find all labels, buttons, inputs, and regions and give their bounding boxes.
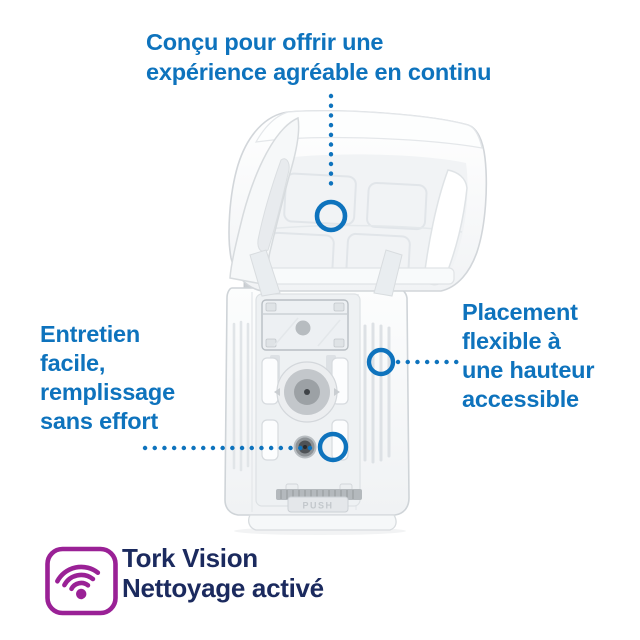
caption-right-line: une hauteur (462, 357, 595, 383)
dispenser-lid (228, 110, 488, 292)
hinge-strap-right (373, 249, 403, 297)
dispenser-base (248, 514, 397, 531)
caption-left-line: remplissage (40, 379, 175, 405)
caption-left: Entretien facile, remplissage sans effor… (40, 320, 175, 436)
caption-top-line: Conçu pour offrir une (146, 29, 384, 55)
caption-left-line: facile, (40, 350, 106, 376)
vent-slats-left (232, 320, 250, 472)
caption-right: Placement flexible à une hauteur accessi… (462, 298, 594, 414)
caption-right-line: accessible (462, 386, 579, 412)
push-latch: PUSH (287, 496, 349, 513)
caption-right-line: flexible à (462, 328, 561, 354)
brand-lockup: Tork Vision Nettoyage activé (122, 543, 324, 603)
brand-line: Tork Vision (122, 543, 258, 573)
callout-ring-bottom (317, 431, 349, 463)
hinge-strap-left (249, 249, 281, 297)
caption-left-line: sans effort (40, 408, 158, 434)
roller-hub (274, 361, 340, 423)
battery-compartment (261, 299, 349, 351)
callout-ring-right (366, 347, 396, 377)
lid-rim (259, 267, 455, 285)
wifi-icon (45, 546, 118, 616)
caption-top-line: expérience agréable en continu (146, 59, 492, 85)
callouts (142, 93, 462, 463)
caption-right-line: Placement (462, 299, 578, 325)
caption-top: Conçu pour offrir une expérience agréabl… (146, 27, 492, 87)
brand-line: Nettoyage activé (122, 573, 324, 603)
push-label: PUSH (302, 501, 333, 511)
lid-top-band (254, 110, 483, 149)
callout-ring-top (314, 199, 348, 233)
caption-left-line: Entretien (40, 321, 141, 347)
lid-fin-recess (257, 158, 290, 253)
adjustment-knob (293, 435, 317, 459)
